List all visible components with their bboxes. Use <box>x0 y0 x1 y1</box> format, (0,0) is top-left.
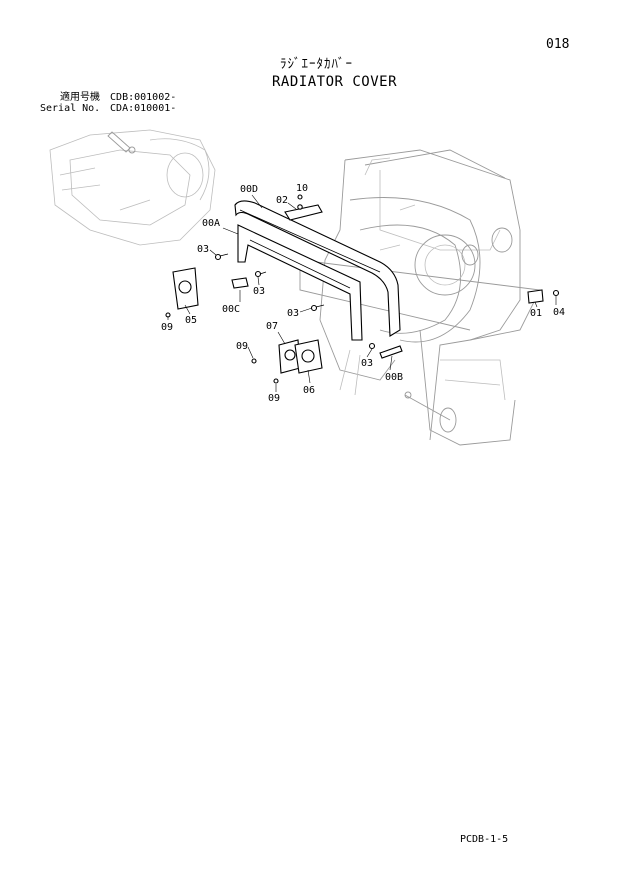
callout-03: 03 <box>253 286 265 297</box>
callout-07: 07 <box>266 321 278 332</box>
pad-part-00B <box>379 345 403 359</box>
plate-part-06 <box>294 339 323 374</box>
radiator-cover-part-00D <box>234 200 401 341</box>
callout-05: 05 <box>185 315 197 326</box>
plate-part-05 <box>172 267 199 310</box>
callout-09: 09 <box>268 393 280 404</box>
serial-label: Serial No. <box>40 103 101 114</box>
callout-00C: 00C <box>222 304 240 315</box>
serial-label: 適用号機 <box>60 92 100 103</box>
callout-labels: 00D 10 02 00A 03 03 03 03 00C 09 05 07 0… <box>161 183 565 404</box>
callout-09: 09 <box>236 341 248 352</box>
bolt-parts <box>165 194 560 384</box>
callout-00B: 00B <box>385 372 403 383</box>
callout-00A: 00A <box>202 218 220 229</box>
callout-00D: 00D <box>240 184 258 195</box>
serial-applicability-block: 適用号機 CDB:001002- Serial No. CDA:010001- <box>40 93 176 115</box>
clip-part-01 <box>527 289 544 304</box>
callout-03: 03 <box>197 244 209 255</box>
radiator-frame-ghost <box>299 149 541 446</box>
page-title: RADIATOR COVER <box>272 74 398 90</box>
serial-value: CDA:010001- <box>110 103 177 114</box>
leader-lines <box>167 194 557 392</box>
engine-ghost-outline <box>49 129 216 246</box>
bracket-part-02 <box>284 204 323 221</box>
callout-04: 04 <box>553 307 565 318</box>
serial-row: Serial No. CDA:010001- <box>40 104 176 115</box>
callout-06: 06 <box>303 385 315 396</box>
serial-row: 適用号機 CDB:001002- <box>40 93 176 104</box>
footer-code: PCDB-1-5 <box>460 834 509 845</box>
callout-03: 03 <box>361 358 373 369</box>
callout-10: 10 <box>296 183 308 194</box>
pad-part-00C <box>231 277 249 289</box>
title-japanese: ﾗｼﾞｴｰﾀｶﾊﾞｰ <box>280 57 353 72</box>
callout-03: 03 <box>287 308 299 319</box>
page-number: 018 <box>546 37 570 52</box>
serial-value: CDB:001002- <box>110 92 177 103</box>
callout-01: 01 <box>530 308 542 319</box>
callout-09: 09 <box>161 322 173 333</box>
callout-02: 02 <box>276 195 288 206</box>
